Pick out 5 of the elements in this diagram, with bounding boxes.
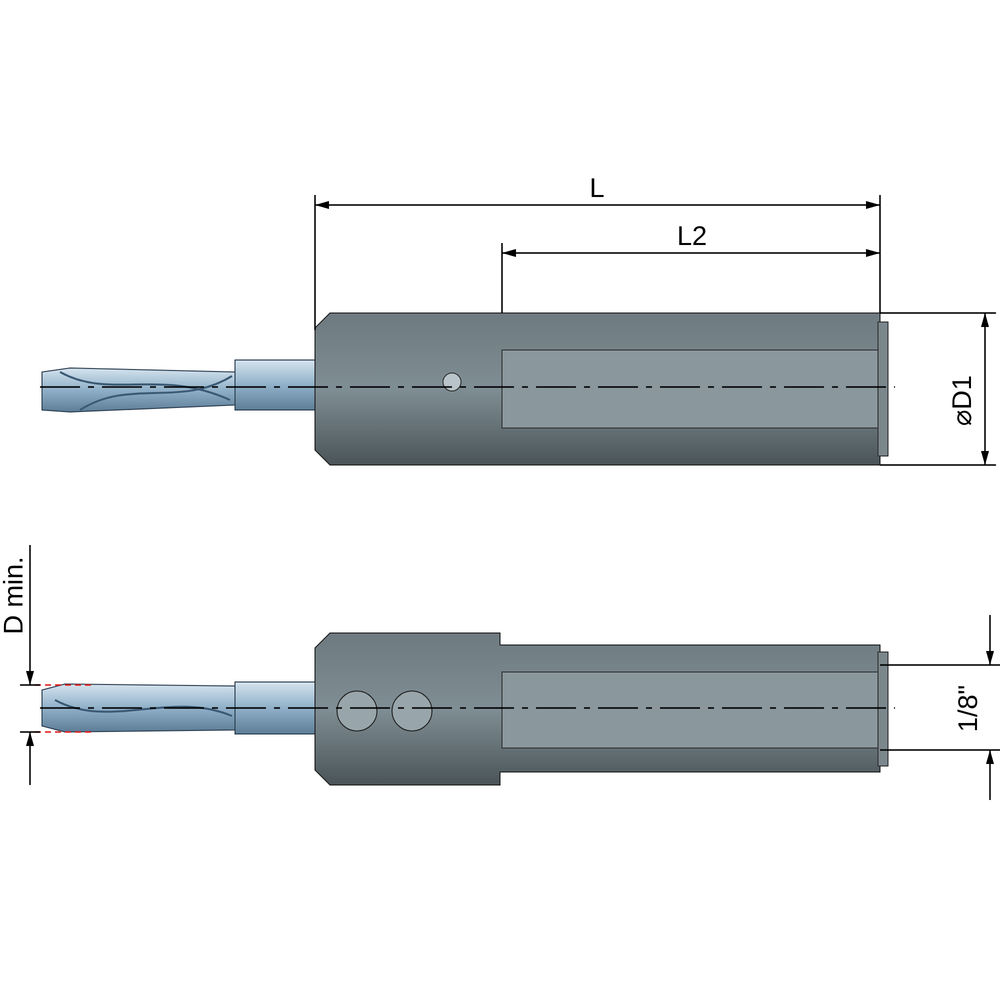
dimension-label: L2 <box>677 222 708 250</box>
dimension-label: ⌀D1 <box>948 374 976 426</box>
dimension-label: D min. <box>0 556 28 634</box>
dimension-label: 1/8" <box>954 684 982 732</box>
dimension-label: L <box>590 174 605 202</box>
